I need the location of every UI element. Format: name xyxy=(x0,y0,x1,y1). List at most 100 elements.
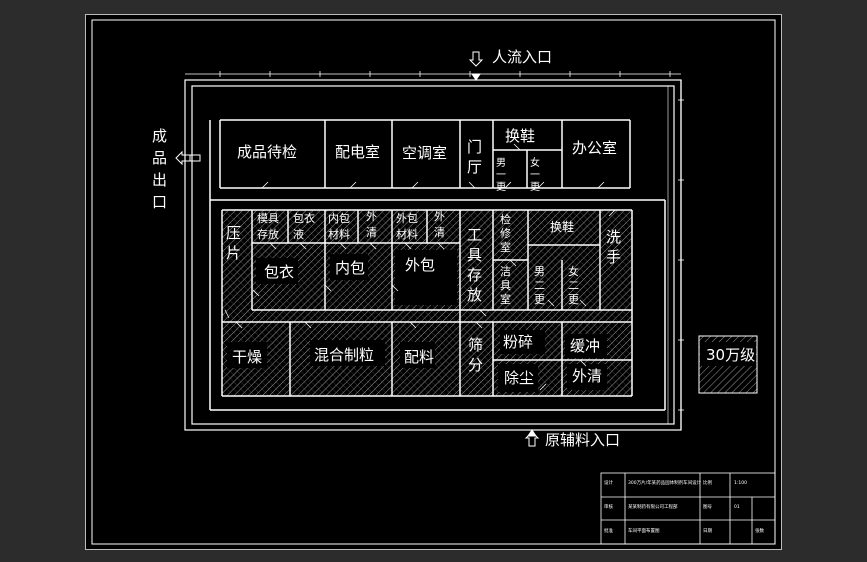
dimension-ticks xyxy=(219,71,684,411)
tb-r1: 300万片/年某药品固体制剂车间设计 xyxy=(628,479,702,486)
tb-n2: 01 xyxy=(734,504,740,510)
tb-c1: 设计 xyxy=(604,479,613,486)
product-exit-vertical-line: 出 xyxy=(152,171,167,189)
room-female-change-1: 女一更 xyxy=(530,156,540,193)
room-mold-storage-line: 存放 xyxy=(257,227,279,241)
room-hall: 门厅 xyxy=(467,138,482,176)
door-swings xyxy=(224,143,616,391)
people-entrance-arrow xyxy=(468,51,484,81)
room-cleaning-tools: 洁具室 xyxy=(500,265,511,306)
room-outer-clean-2-line: 外 xyxy=(434,210,445,223)
room-outer-clean-3: 外清 xyxy=(572,367,602,385)
room-ac: 空调室 xyxy=(402,144,447,162)
room-cleaning-tools-line: 具 xyxy=(500,279,511,292)
room-change-shoes-2: 换鞋 xyxy=(550,219,574,234)
room-outer-pack-material-line: 外包 xyxy=(396,212,418,225)
room-wash-hands-line: 洗 xyxy=(606,228,621,246)
material-entrance-arrow xyxy=(524,429,540,447)
room-female-change-1-line: 一 xyxy=(530,170,540,181)
room-inner-pack-material-line: 材料 xyxy=(328,227,350,241)
grade-label: 30万级 xyxy=(706,346,755,364)
room-change-shoes: 换鞋 xyxy=(505,127,535,145)
tb-m2: 图号 xyxy=(703,504,712,510)
room-male-change-2-line: 更 xyxy=(534,293,545,306)
room-coating-liquid-line: 包衣 xyxy=(293,211,315,225)
room-tool-storage-line: 放 xyxy=(467,286,482,304)
room-inner-pack-material-line: 内包 xyxy=(328,211,350,225)
room-drying: 干燥 xyxy=(232,348,262,366)
room-female-change-2: 女二更 xyxy=(568,264,579,306)
room-female-change-2-line: 女 xyxy=(568,264,579,278)
tb-m1: 比例 xyxy=(703,479,712,486)
room-mix-granulate: 混合制粒 xyxy=(314,346,374,364)
room-dust-removal: 除尘 xyxy=(504,369,534,387)
room-outer-pack: 外包 xyxy=(405,256,435,274)
outer-walls xyxy=(184,73,682,431)
room-male-change-1-line: 更 xyxy=(496,181,506,193)
room-hall-line: 门 xyxy=(467,138,482,156)
room-male-change-2-line: 男 xyxy=(534,265,545,278)
people-entrance-label: 人流入口 xyxy=(492,48,552,66)
room-office: 办公室 xyxy=(572,139,617,157)
tb-r2: 某某制药有限公司工程部 xyxy=(628,503,678,510)
material-entrance-label: 原辅料入口 xyxy=(545,431,620,449)
tb-n3: 张数 xyxy=(755,527,764,534)
product-exit-vertical-line: 品 xyxy=(152,149,167,167)
room-mold-storage-line: 模具 xyxy=(257,212,279,225)
product-exit-arrow xyxy=(175,150,201,166)
room-cleaning-tools-line: 室 xyxy=(500,292,511,306)
label-masks xyxy=(227,250,756,392)
room-male-change-1-line: 一 xyxy=(496,170,506,181)
room-buffer: 缓冲 xyxy=(570,337,600,355)
room-male-change-1: 男一更 xyxy=(496,157,506,193)
room-female-change-2-line: 二 xyxy=(568,279,579,292)
room-inner-pack: 内包 xyxy=(335,259,365,277)
tb-m3: 日期 xyxy=(703,528,712,534)
tb-r3: 车间平面布置图 xyxy=(628,527,660,534)
room-sieving-line: 筛 xyxy=(468,336,483,354)
room-outer-clean-2: 外清 xyxy=(434,210,445,239)
room-female-change-1-line: 女 xyxy=(530,156,540,169)
room-outer-clean-1-line: 清 xyxy=(366,226,377,239)
room-cleaning-tools-line: 洁 xyxy=(500,265,511,278)
product-exit-vertical-line: 口 xyxy=(152,193,167,211)
interior-walls xyxy=(209,119,666,411)
room-coating: 包衣 xyxy=(264,263,294,281)
room-tool-storage-line: 存 xyxy=(467,266,482,284)
room-wash-hands-line: 手 xyxy=(606,248,621,266)
room-female-change-2-line: 更 xyxy=(568,293,579,306)
room-press-tablet: 压片 xyxy=(226,224,241,262)
tb-c3: 批准 xyxy=(604,527,613,534)
room-inspect-line: 室 xyxy=(500,240,511,254)
room-inspect-line: 检 xyxy=(500,212,511,226)
room-wash-hands: 洗手 xyxy=(606,228,621,266)
room-product-wait: 成品待检 xyxy=(237,143,297,161)
room-press-tablet-line: 片 xyxy=(226,244,241,262)
tb-n1: 1:100 xyxy=(734,480,747,486)
room-female-change-1-line: 更 xyxy=(530,181,540,193)
room-outer-clean-1: 外清 xyxy=(366,210,377,239)
room-inspect: 检修室 xyxy=(500,212,511,254)
room-male-change-2: 男二更 xyxy=(534,265,545,306)
room-inspect-line: 修 xyxy=(500,226,511,240)
room-coating-liquid: 包衣液 xyxy=(293,211,315,241)
room-male-change-2-line: 二 xyxy=(534,279,545,292)
room-hall-line: 厅 xyxy=(467,158,482,176)
room-outer-clean-1-line: 外 xyxy=(366,210,377,223)
room-tool-storage-line: 工 xyxy=(467,226,482,244)
room-tool-storage-line: 具 xyxy=(467,246,482,264)
room-outer-pack-material-line: 材料 xyxy=(396,227,418,241)
room-coating-liquid-line: 液 xyxy=(293,227,304,241)
room-male-change-1-line: 男 xyxy=(496,157,506,169)
room-batching: 配料 xyxy=(404,348,434,366)
room-crushing: 粉碎 xyxy=(503,333,533,351)
tb-c2: 审核 xyxy=(604,503,613,510)
